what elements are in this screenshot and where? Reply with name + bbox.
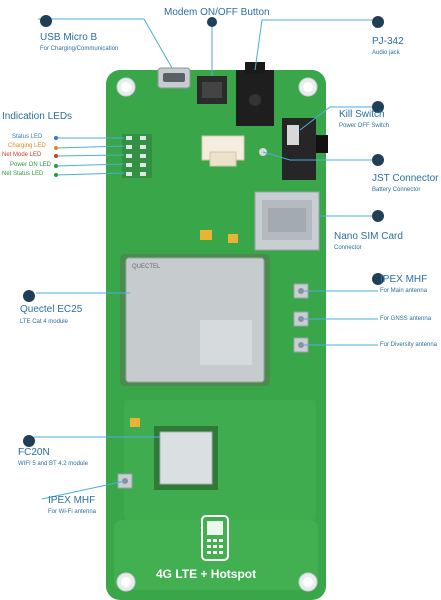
- audio-jack: [236, 62, 274, 126]
- jst-title: JST Connector: [372, 173, 439, 184]
- quectel-chip-marking: QUECTEL: [132, 264, 161, 270]
- ipex-diversity-label: For Diversity antenna: [380, 342, 438, 348]
- ipex-main-label: For Main antenna: [380, 288, 428, 294]
- quectel-title: Quectel EC25: [20, 304, 83, 315]
- leader-dots: [23, 15, 384, 447]
- pcb-bottom-zone: [114, 520, 318, 590]
- sim-card-connector: [254, 191, 320, 251]
- fc20n-module: [154, 426, 218, 490]
- ipex-mhf-title: IPEX MHF: [380, 274, 428, 285]
- ipex-connectors: [293, 283, 309, 353]
- nano-sim-title: Nano SIM Card: [334, 231, 403, 242]
- power-on-led-label: Power ON LED: [10, 162, 52, 168]
- kill-switch-title: Kill Switch: [339, 109, 385, 120]
- led-pads: [122, 134, 152, 178]
- hotspot-phone-icon: [201, 515, 229, 561]
- usb-connector: [157, 67, 191, 89]
- quectel-subtitle: LTE Cat 4 module: [20, 319, 68, 325]
- net-mode-led-label: Net Mode LED: [2, 152, 42, 158]
- ipex-wifi-title: IPEX MHF: [48, 495, 96, 506]
- net-status-led-label: Net Status LED: [2, 171, 44, 177]
- pcb-lower-zone: [124, 400, 316, 520]
- charging-led-label: Charging LED: [8, 143, 46, 149]
- quectel-module: [120, 254, 270, 386]
- jst-subtitle: Battery Connector: [372, 187, 421, 193]
- usb-subtitle: For Charging/Communication: [40, 46, 119, 52]
- modem-button-title: Modem ON/OFF Button: [164, 7, 270, 18]
- ipex-wifi-subtitle: For Wi-Fi antenna: [48, 509, 97, 515]
- jst-connector: [201, 135, 267, 167]
- capacitor: [130, 418, 140, 427]
- status-led-label: Status LED: [12, 134, 43, 140]
- product-brand-label: 4G LTE + Hotspot: [156, 567, 257, 581]
- capacitor: [200, 230, 212, 240]
- usb-title: USB Micro B: [40, 32, 98, 43]
- pj342-title: PJ-342: [372, 36, 404, 47]
- kill-switch: [282, 118, 328, 180]
- leader-lines: [34, 18, 378, 500]
- capacitor: [228, 234, 238, 243]
- indication-leds-title: Indication LEDs: [2, 111, 73, 122]
- fc20n-title: FC20N: [18, 447, 50, 458]
- ipex-gnss-label: For GNSS antenna: [380, 316, 432, 322]
- modem-button: [197, 76, 227, 104]
- nano-sim-subtitle: Connector: [334, 245, 362, 251]
- kill-switch-subtitle: Power OFF Switch: [339, 123, 390, 129]
- mounting-holes: [116, 77, 318, 592]
- pj342-subtitle: Audio jack: [372, 50, 400, 56]
- fc20n-subtitle: WIFI 5 and BT 4.2 module: [18, 461, 88, 467]
